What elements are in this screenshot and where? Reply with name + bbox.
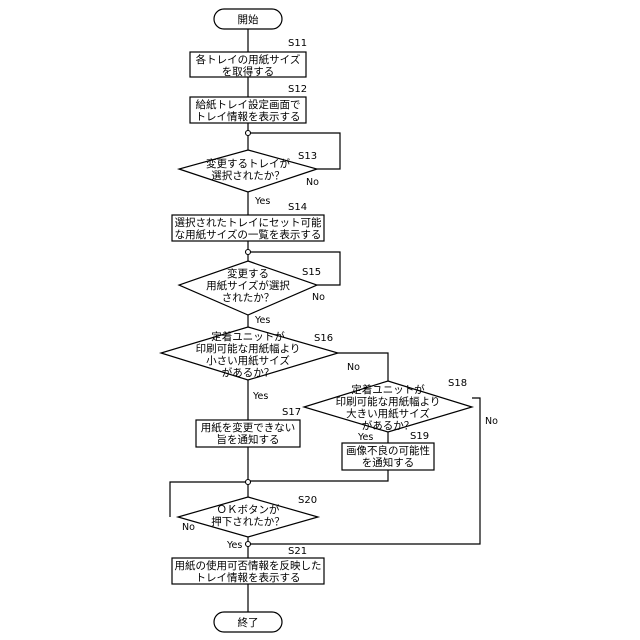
s17-text-line-1: 用紙を変更できない bbox=[201, 421, 296, 434]
s20-step-label: S20 bbox=[298, 495, 317, 506]
s13-no-label: No bbox=[306, 177, 319, 188]
junction-s21 bbox=[246, 542, 251, 547]
s17-step-label: S17 bbox=[282, 407, 301, 418]
s19-text-line-2: を通知する bbox=[362, 456, 415, 469]
junction-s13 bbox=[246, 131, 251, 136]
s13-text-line-2: 選択されたか？ bbox=[211, 169, 285, 182]
s18-step-label: S18 bbox=[448, 378, 467, 389]
s16-no-label: No bbox=[347, 362, 360, 373]
s19-to-merge bbox=[248, 470, 388, 481]
s20-text-line-2: 押下されたか？ bbox=[211, 515, 285, 528]
s16-yes-label: Yes bbox=[252, 391, 268, 402]
s16-no-branch bbox=[338, 353, 388, 381]
s12-text-line-1: 給紙トレイ設定画面で bbox=[196, 98, 301, 111]
s14-text-line-1: 選択されたトレイにセット可能 bbox=[175, 216, 322, 229]
s14-text-line-2: な用紙サイズの一覧を表示する bbox=[175, 228, 322, 241]
s21-text-line-1: 用紙の使用可否情報を反映した bbox=[175, 559, 322, 572]
s15-yes-label: Yes bbox=[254, 315, 270, 326]
s20-yes-label: Yes bbox=[226, 540, 242, 551]
s16-step-label: S16 bbox=[314, 333, 333, 344]
s15-text-line-2: 用紙サイズが選択 bbox=[206, 279, 290, 292]
s18-no-label: No bbox=[485, 416, 498, 427]
s16-text-line-3: 小さい用紙サイズ bbox=[206, 354, 290, 367]
s11-text-line-2: を取得する bbox=[222, 66, 275, 78]
s18-yes-label: Yes bbox=[357, 432, 373, 443]
s12-text-line-2: トレイ情報を表示する bbox=[196, 110, 301, 123]
s19-step-label: S19 bbox=[410, 431, 429, 442]
s15-step-label: S15 bbox=[302, 267, 321, 278]
s21-text-line-2: トレイ情報を表示する bbox=[196, 571, 301, 584]
s16-text-line-4: があるか？ bbox=[222, 366, 275, 379]
start-label: 開始 bbox=[238, 13, 259, 26]
s15-no-label: No bbox=[312, 292, 325, 303]
junction-s15 bbox=[246, 250, 251, 255]
s20-no-label: No bbox=[182, 522, 195, 533]
s12-step-label: S12 bbox=[288, 84, 307, 95]
s17-text-line-2: 旨を通知する bbox=[217, 433, 280, 446]
s14-step-label: S14 bbox=[288, 202, 307, 213]
s13-text-line-1: 変更するトレイが bbox=[206, 157, 290, 170]
s13-yes-label: Yes bbox=[254, 196, 270, 207]
junction-s20 bbox=[246, 480, 251, 485]
end-label: 終了 bbox=[238, 616, 259, 629]
s13-step-label: S13 bbox=[298, 151, 317, 162]
s16-text-line-2: 印刷可能な用紙幅より bbox=[196, 342, 301, 355]
s15-text-line-1: 変更する bbox=[227, 267, 269, 280]
s11-text-line-1: 各トレイの用紙サイズ bbox=[196, 53, 301, 66]
s21-step-label: S21 bbox=[288, 546, 307, 557]
s11-step-label: S11 bbox=[288, 38, 307, 49]
s18-text-line-4: があるか？ bbox=[362, 419, 415, 432]
s18-text-line-3: 大きい用紙サイズ bbox=[346, 407, 430, 420]
s16-text-line-1: 定着ユニットが bbox=[211, 330, 285, 343]
s20-text-line-1: ＯＫボタンが bbox=[217, 503, 280, 516]
s18-text-line-2: 印刷可能な用紙幅より bbox=[336, 395, 441, 408]
s18-text-line-1: 定着ユニットが bbox=[351, 383, 425, 396]
s15-text-line-3: されたか？ bbox=[222, 292, 275, 304]
s19-text-line-1: 画像不良の可能性 bbox=[346, 444, 430, 457]
